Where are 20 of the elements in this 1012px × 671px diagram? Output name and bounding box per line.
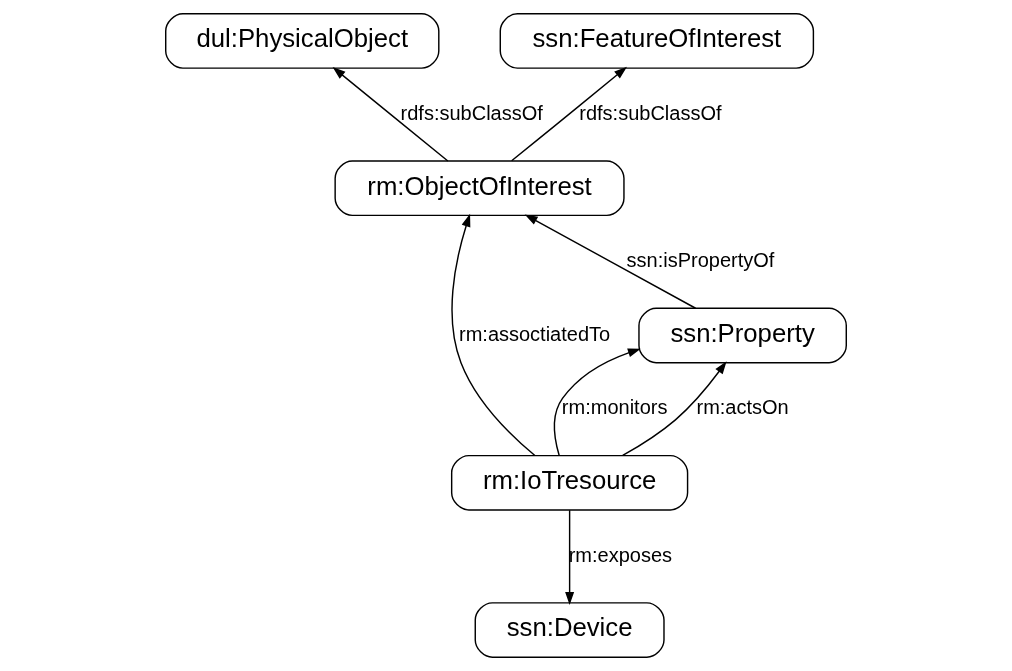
edge-label: rm:assoctiatedTo — [459, 322, 611, 345]
node-box: rm:ObjectOfInterest — [334, 160, 625, 217]
edge-label: rm:actsOn — [696, 396, 789, 419]
edge-label: rdfs:subClassOf — [400, 101, 543, 124]
arrow — [332, 67, 449, 162]
arrow — [451, 213, 536, 457]
arrow — [510, 66, 627, 162]
arrow — [622, 361, 727, 457]
edge-label: ssn:isPropertyOf — [626, 249, 775, 272]
node-box: dul:PhysicalObject — [165, 13, 440, 69]
node-box: rm:IoTresource — [450, 454, 689, 511]
arrow — [524, 214, 697, 309]
edge-label: rm:exposes — [568, 543, 673, 566]
arrow — [565, 509, 575, 605]
node-box: ssn:Property — [638, 307, 847, 364]
node-box: ssn:Device — [474, 602, 665, 658]
node-box: ssn:FeatureOfInterest — [499, 13, 815, 69]
edge-label: rdfs:subClassOf — [579, 101, 722, 124]
edge-label: rm:monitors — [561, 396, 668, 419]
arrow — [553, 348, 641, 457]
